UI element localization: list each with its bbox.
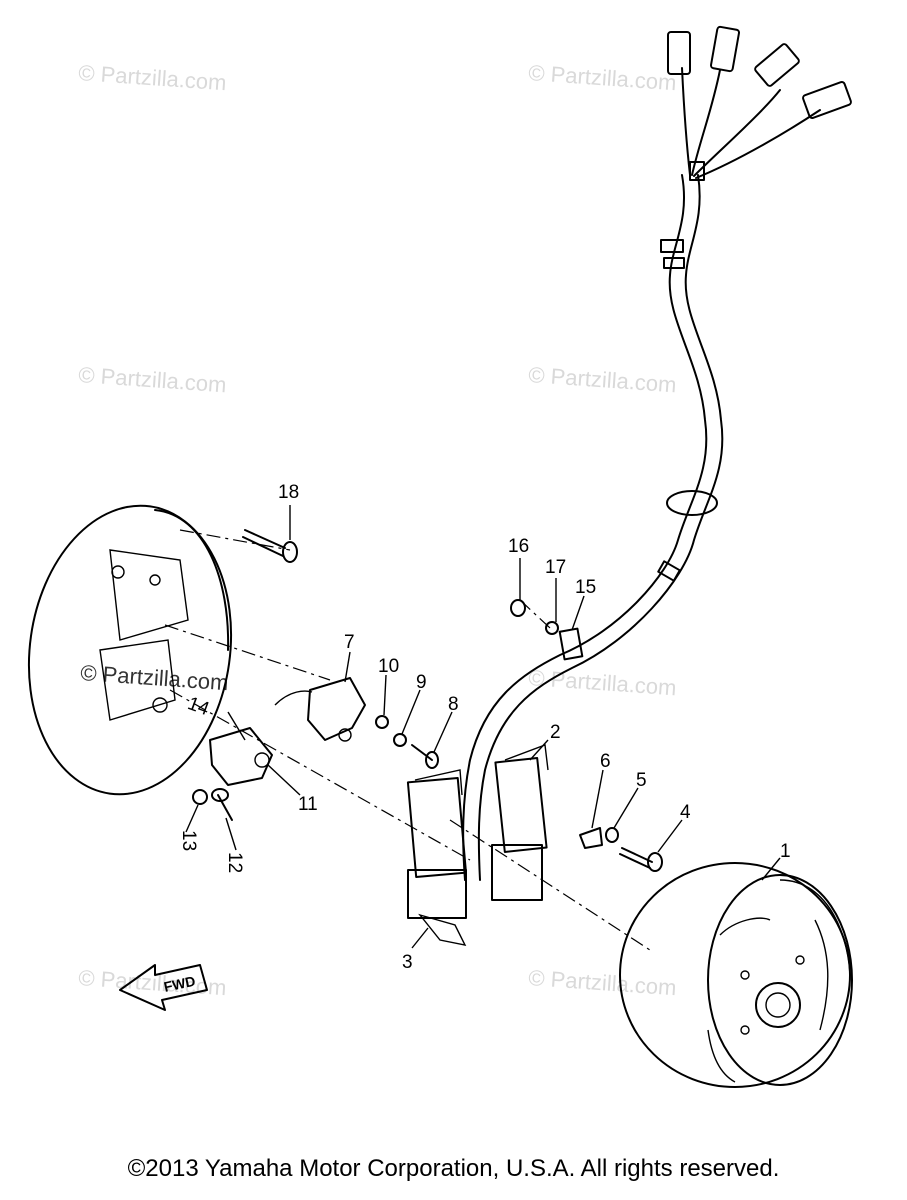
- callout-6: 6: [600, 751, 611, 772]
- forward-direction-arrow: FWD: [119, 964, 208, 1011]
- watermark: © Partzilla.com: [528, 362, 678, 397]
- leader-lines: [185, 505, 781, 949]
- contact-breaker: [274, 677, 366, 742]
- wire-harness: [462, 25, 852, 881]
- callout-5: 5: [636, 770, 647, 791]
- callout-13: 13: [178, 830, 199, 851]
- stator-base-plate: [27, 504, 233, 796]
- callout-4: 4: [680, 802, 691, 823]
- callout-2: 2: [550, 722, 561, 743]
- watermark: © Partzilla.com: [78, 60, 228, 95]
- callout-15: 15: [575, 577, 596, 598]
- callout-12: 12: [224, 852, 245, 873]
- callout-11: 11: [298, 794, 318, 815]
- callout-numbers: 1 2 3 4 5 6 7 8 9 10 11 12 13 14 15 16 1…: [178, 482, 791, 973]
- callout-10: 10: [378, 656, 399, 677]
- condenser-assembly: [209, 727, 273, 786]
- watermark: © Partzilla.com: [78, 362, 228, 397]
- watermark: © Partzilla.com: [528, 965, 678, 1000]
- callout-8: 8: [448, 694, 459, 715]
- fwd-label: FWD: [162, 973, 197, 995]
- fasteners: [192, 529, 663, 872]
- watermark: © Partzilla.com: [528, 665, 678, 700]
- pulser-coil: [406, 769, 468, 946]
- watermark: © Partzilla.com: [528, 60, 678, 95]
- callout-16: 16: [508, 536, 529, 557]
- callout-3: 3: [402, 952, 413, 973]
- callout-14: 14: [185, 693, 212, 720]
- callout-18: 18: [278, 482, 299, 503]
- callout-17: 17: [545, 557, 566, 578]
- callout-9: 9: [416, 672, 427, 693]
- callout-7: 7: [344, 632, 355, 653]
- callout-1: 1: [780, 841, 791, 862]
- flywheel-rotor: [619, 862, 853, 1088]
- watermark-layer: © Partzilla.com © Partzilla.com © Partzi…: [78, 60, 678, 1000]
- copyright-notice: ©2013 Yamaha Motor Corporation, U.S.A. A…: [127, 1155, 780, 1182]
- source-coil: [491, 744, 549, 901]
